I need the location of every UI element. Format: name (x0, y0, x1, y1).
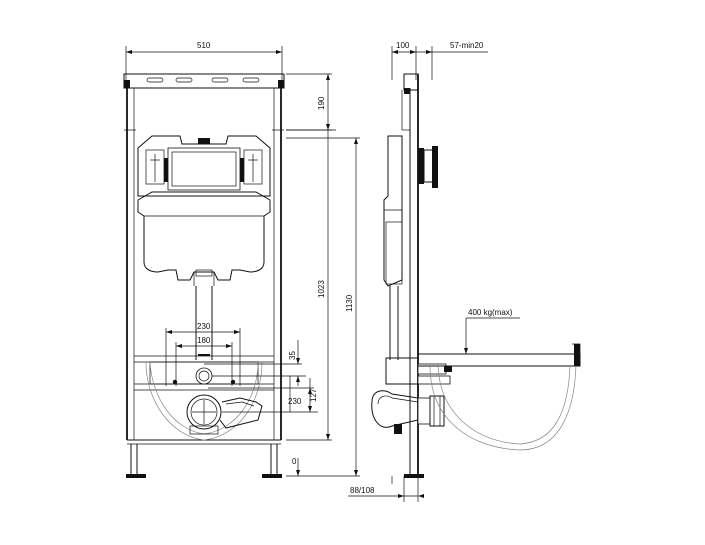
dim-width-line (125, 46, 283, 80)
dim-88-108-text: 88/108 (350, 486, 375, 495)
floor-zero-marker (296, 458, 300, 476)
front-view: 510 (123, 41, 360, 478)
dim-127-text: 127 (309, 388, 318, 402)
dim-side-bottom-lines (348, 476, 424, 502)
dim-side-top-lines (391, 46, 488, 80)
dim-1023-text: 1023 (317, 280, 326, 298)
wall-hung-bowl (418, 343, 581, 451)
dim-side-lines (204, 340, 318, 413)
mounting-plate (134, 354, 274, 391)
dim-top-text: 190 (317, 96, 326, 110)
dim-width-text: 510 (197, 41, 211, 50)
frame (123, 73, 285, 478)
dim-35-text: 35 (288, 351, 297, 360)
flush-pipe (195, 286, 213, 360)
drain-pipe (186, 394, 263, 435)
dim-0-text: 0 (292, 457, 297, 466)
dim-230-top-text: 230 (197, 322, 211, 331)
dim-1130-text: 1130 (345, 294, 354, 312)
dim-230-side-text: 230 (288, 397, 302, 406)
dim-180-text: 180 (197, 336, 211, 345)
side-view: 100 57-min20 (348, 41, 581, 502)
dim-100-text: 100 (396, 41, 410, 50)
dim-vertical-lines (286, 73, 360, 477)
dim-57-min20-text: 57-min20 (450, 41, 484, 50)
side-frame (371, 73, 452, 478)
cistern (137, 135, 271, 286)
load-label-text: 400 kg(max) (468, 308, 513, 317)
load-leader (464, 317, 520, 354)
